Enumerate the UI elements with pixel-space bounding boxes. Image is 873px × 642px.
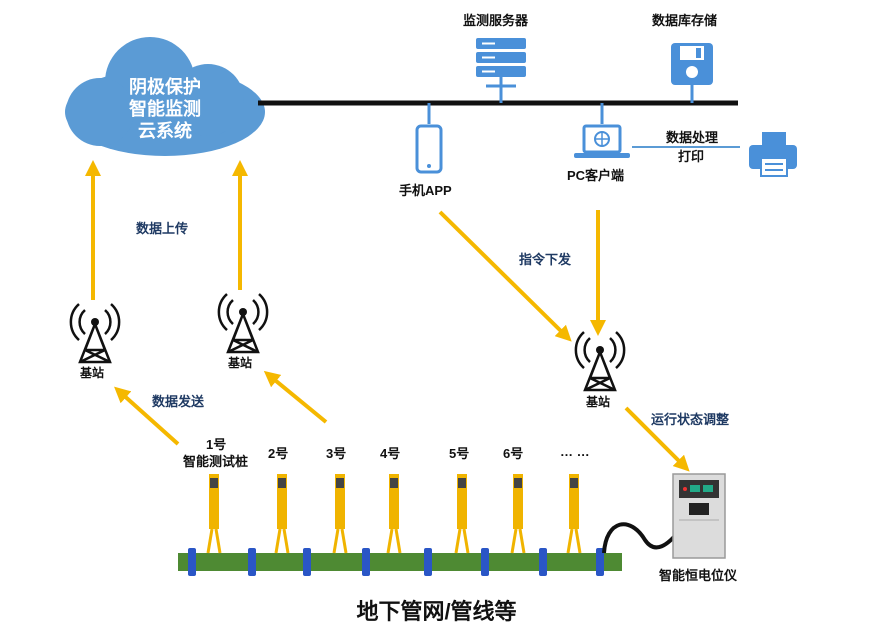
command-label: 指令下发	[519, 252, 572, 267]
command-arrow-phone	[438, 210, 572, 342]
pipe-flange	[188, 548, 196, 576]
test-pile-icon	[274, 474, 290, 554]
pile-label-1: 1号	[206, 437, 227, 452]
adjust-label: 运行状态调整	[651, 412, 730, 427]
potentiostat-label: 智能恒电位仪	[659, 568, 738, 583]
cloud-line-1: 阴极保护	[129, 77, 201, 97]
pc-label: PC客户端	[567, 168, 625, 183]
adjust-arrow	[624, 406, 690, 472]
pipeline-bar	[178, 553, 622, 571]
pipe-flange	[424, 548, 432, 576]
send-label: 数据发送	[152, 394, 205, 409]
tower-icon-right	[574, 331, 626, 392]
pile-label-6: 6号	[503, 446, 524, 461]
station-label-left: 基站	[80, 366, 105, 380]
printer-label-1: 数据处理	[666, 130, 719, 145]
test-pile-icon	[566, 474, 582, 554]
printer-label-2: 打印	[678, 149, 705, 164]
test-pile-icon	[206, 474, 222, 554]
potentiostat-cable	[602, 522, 682, 554]
pipe-flange	[596, 548, 604, 576]
pipe-flange	[362, 548, 370, 576]
pile-sublabel-1: 智能测试桩	[183, 454, 249, 469]
test-pile-icon	[332, 474, 348, 554]
test-pile-icon	[510, 474, 526, 554]
pipe-flange	[248, 548, 256, 576]
pipe-flanges	[188, 548, 604, 576]
test-pile-icon	[454, 474, 470, 554]
database-icon	[671, 43, 713, 103]
phone-icon	[415, 103, 443, 174]
server-label: 监测服务器	[463, 13, 529, 28]
tower-icon-left	[69, 303, 121, 364]
cloud-icon	[65, 37, 265, 156]
database-label: 数据库存储	[652, 13, 718, 28]
pipeline-title: 地下管网/管线等	[356, 599, 517, 624]
pipe-flange	[481, 548, 489, 576]
printer-icon	[749, 132, 797, 177]
pile-label-3: 3号	[326, 446, 347, 461]
send-arrow-right	[263, 370, 328, 424]
station-label-right: 基站	[586, 395, 611, 409]
pile-label-2: 2号	[268, 446, 289, 461]
test-pile-icon	[386, 474, 402, 554]
pipe-flange	[303, 548, 311, 576]
test-piles	[206, 474, 582, 554]
laptop-icon	[574, 103, 630, 158]
server-icon	[476, 38, 526, 103]
tower-icon-middle	[217, 293, 269, 354]
cloud-title: 阴极保护 智能监测 云系统	[104, 76, 226, 142]
pile-label-more: … …	[560, 444, 590, 459]
pile-label-4: 4号	[380, 446, 401, 461]
phone-label: 手机APP	[399, 183, 452, 198]
upload-label: 数据上传	[136, 221, 189, 236]
cloud-line-2: 智能监测	[129, 99, 201, 119]
send-arrow-left	[114, 386, 180, 446]
pipe-flange	[539, 548, 547, 576]
pile-label-5: 5号	[449, 446, 470, 461]
potentiostat-icon	[672, 473, 726, 559]
station-label-middle: 基站	[228, 356, 253, 370]
cloud-line-3: 云系统	[138, 121, 192, 141]
